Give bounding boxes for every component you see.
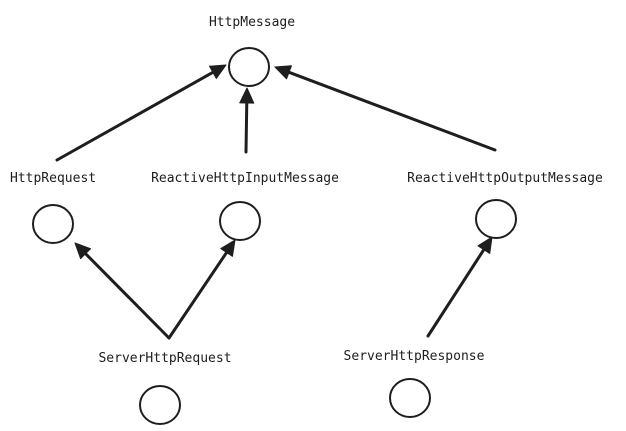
node-label-http-request: HttpRequest (10, 171, 96, 186)
edge-line (426, 248, 486, 338)
node-circle-reactive-http-output-message (475, 199, 517, 239)
edge-server-http-response-to-reactive-http-output-message (426, 236, 493, 338)
node-circle-http-message (228, 47, 270, 87)
edge-http-request-to-http-message (55, 64, 227, 162)
node-label-reactive-http-output-message: ReactiveHttpOutputMessage (407, 171, 603, 186)
arrowhead-icon (274, 65, 293, 80)
node-label-reactive-http-input-message: ReactiveHttpInputMessage (151, 171, 339, 186)
edge-server-http-request-to-reactive-http-input-message (167, 239, 236, 340)
edge-line (244, 101, 249, 154)
edge-server-http-request-to-http-request (74, 242, 171, 340)
arrowhead-icon (477, 236, 493, 254)
edge-reactive-http-output-message-to-http-message (274, 65, 497, 152)
node-circle-http-request (32, 204, 74, 244)
node-circle-server-http-response (389, 378, 431, 418)
node-label-http-message: HttpMessage (209, 15, 295, 30)
arrowhead-icon (220, 239, 236, 257)
edge-line (84, 252, 171, 340)
arrowhead-icon (208, 64, 227, 79)
node-label-server-http-request: ServerHttpRequest (98, 351, 231, 366)
node-reactive-http-input-message: ReactiveHttpInputMessage (151, 171, 339, 241)
node-label-server-http-response: ServerHttpResponse (344, 349, 485, 364)
edge-reactive-http-input-message-to-http-message (239, 87, 255, 154)
node-server-http-response: ServerHttpResponse (344, 349, 485, 418)
node-http-message: HttpMessage (209, 15, 295, 87)
node-server-http-request: ServerHttpRequest (98, 351, 232, 425)
edge-line (55, 70, 215, 162)
node-circle-reactive-http-input-message (219, 201, 261, 241)
node-http-request: HttpRequest (10, 171, 96, 244)
arrowhead-icon (74, 242, 92, 260)
edges-layer (55, 64, 497, 340)
node-reactive-http-output-message: ReactiveHttpOutputMessage (407, 171, 603, 239)
arrowhead-icon (239, 87, 255, 104)
edge-line (287, 70, 497, 152)
node-circle-server-http-request (139, 385, 181, 425)
edge-line (167, 250, 229, 340)
